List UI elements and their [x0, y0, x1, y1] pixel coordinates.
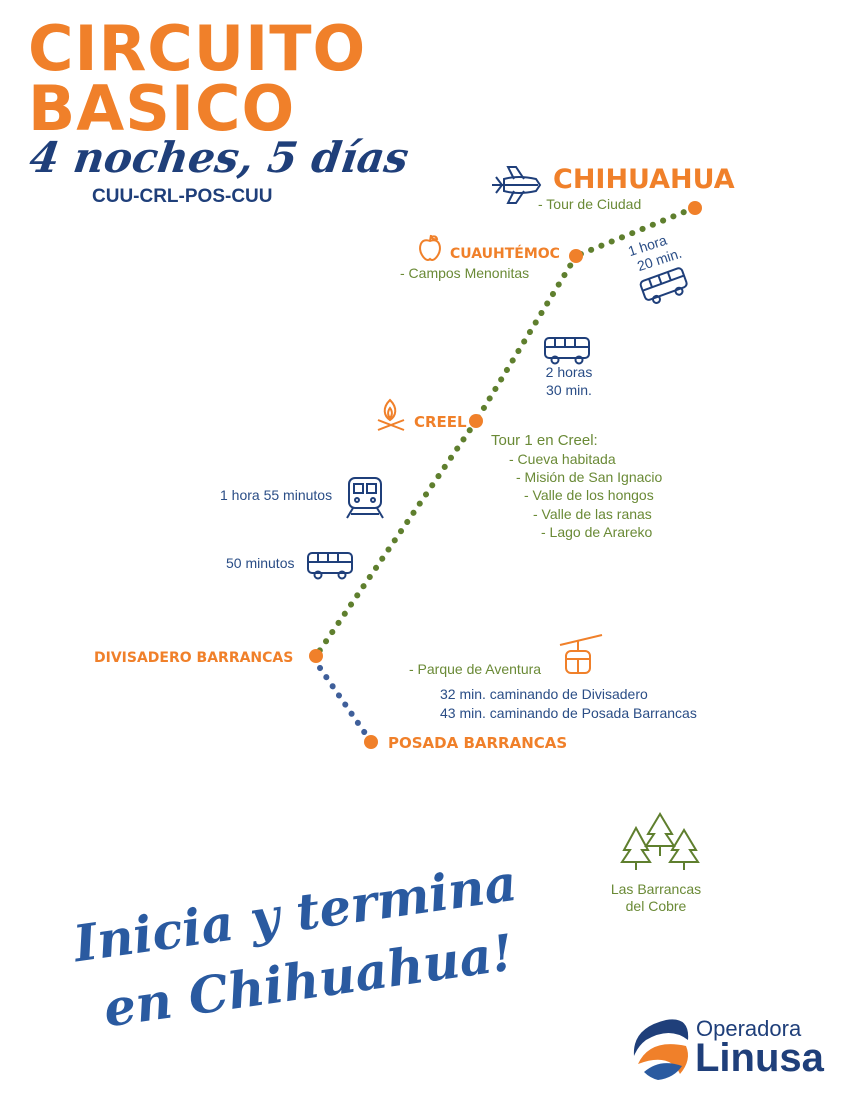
- creel-activity: - Lago de Arareko: [541, 524, 653, 540]
- stop-name-posada: POSADA BARRANCAS: [388, 734, 568, 752]
- chihuahua-activity: - Tour de Ciudad: [538, 196, 642, 212]
- plane-icon: [492, 166, 542, 204]
- park-name: - Parque de Aventura: [409, 661, 542, 677]
- stop-marker-divisadero: [309, 649, 323, 663]
- logo-line-1: Operadora: [696, 1016, 802, 1041]
- stop-marker-posada: [364, 735, 378, 749]
- leg-duration-cuauhtemoc-creel: 2 horas 30 min.: [541, 363, 597, 399]
- bus-duration: 50 minutos: [226, 555, 295, 571]
- creel-tour-title: Tour 1 en Creel:: [491, 432, 598, 449]
- bus-icon: [307, 552, 353, 580]
- stop-name-chihuahua: CHIHUAHUA: [553, 164, 735, 195]
- stop-name-creel: CREEL: [414, 413, 467, 431]
- landmark-line2: del Cobre: [625, 898, 687, 914]
- apple-icon: [419, 234, 441, 261]
- stop-name-cuauhtemoc: CUAUHTÉMOC: [450, 246, 560, 262]
- creel-activity: - Valle de las ranas: [533, 506, 652, 522]
- campfire-icon: [377, 398, 405, 431]
- stop-marker-creel: [469, 414, 483, 428]
- stop-marker-cuauhtemoc: [569, 249, 583, 263]
- leg-duration-line2: 30 min.: [546, 382, 592, 398]
- route-line-green: [313, 205, 697, 659]
- bus-icon: [639, 267, 688, 304]
- title-line-1: CIRCUITO: [28, 12, 367, 85]
- landmark-label: Las Barrancas del Cobre: [606, 881, 706, 915]
- walk-from-posada: 43 min. caminando de Posada Barrancas: [440, 705, 697, 721]
- cable-car-icon: [559, 634, 603, 674]
- pine-trees-icon: [620, 812, 700, 870]
- cuauhtemoc-activity: - Campos Menonitas: [400, 265, 530, 281]
- creel-activity: - Cueva habitada: [509, 451, 616, 467]
- stop-name-divisadero: DIVISADERO BARRANCAS: [94, 650, 294, 666]
- creel-activity: - Misión de San Ignacio: [516, 469, 663, 485]
- bus-icon: [544, 337, 590, 365]
- walk-from-divisadero: 32 min. caminando de Divisadero: [440, 686, 648, 702]
- route-codes: CUU-CRL-POS-CUU: [92, 186, 273, 207]
- stop-marker-chihuahua: [688, 201, 702, 215]
- creel-activity: - Valle de los hongos: [524, 487, 654, 503]
- train-duration: 1 hora 55 minutos: [220, 487, 333, 503]
- title-line-2: BASICO: [28, 72, 296, 145]
- linusa-logo-mark: [633, 1019, 689, 1080]
- train-icon: [346, 477, 384, 519]
- leg-duration-line1: 2 horas: [545, 364, 593, 380]
- route-line-blue: [317, 665, 370, 739]
- landmark-line1: Las Barrancas: [610, 881, 702, 897]
- logo-line-2: Linusa: [695, 1036, 824, 1080]
